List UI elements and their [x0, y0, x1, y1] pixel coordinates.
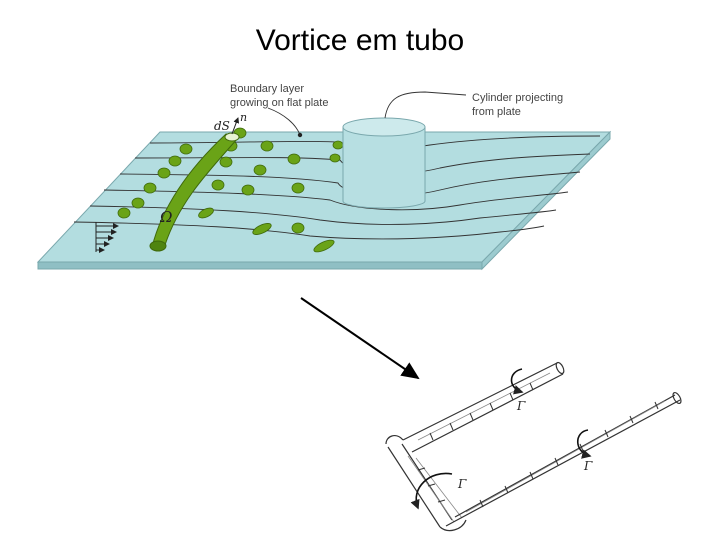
symbol-dS: dS [214, 119, 230, 133]
vortex-line-marks [417, 382, 659, 508]
symbol-gamma-corner: Γ [457, 477, 467, 491]
symbol-gamma-top: Γ [516, 399, 526, 413]
flat-plate-figure: dS n Ω Boundary layer growing on flat pl… [36, 83, 612, 271]
flat-plate-edge [37, 261, 483, 270]
label-boundary-layer-1: Boundary layer [230, 83, 304, 95]
velocity-profile-arrows [95, 222, 119, 253]
circulation-arrows [410, 368, 592, 510]
label-boundary-layer-2: growing on flat plate [230, 97, 328, 109]
label-cylinder-1: Cylinder projecting [472, 92, 563, 104]
symbol-gamma-right: Γ [583, 459, 593, 473]
connector-arrow [300, 297, 420, 380]
bent-vortex-tube-figure [385, 361, 682, 532]
label-cylinder-2: from plate [472, 106, 521, 118]
cylinder [342, 117, 426, 209]
slide-title: Vortice em tubo [255, 24, 465, 57]
symbol-n: n [240, 111, 247, 124]
symbol-omega: Ω [159, 208, 172, 226]
